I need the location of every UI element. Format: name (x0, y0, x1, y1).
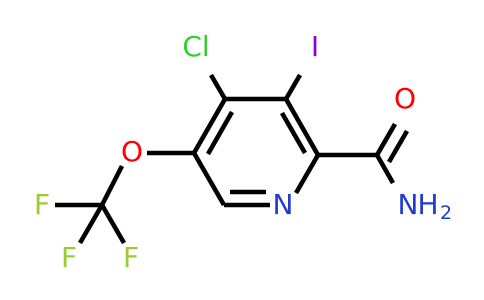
atom-labels: Cl I O N N H 2 O F F F (34, 30, 452, 274)
bond-cf3-f2 (78, 203, 104, 245)
bond-c3-c2 (284, 97, 320, 157)
ring-nitrogen-label: N (273, 188, 294, 221)
fluorine-atom-label-3: F (123, 241, 139, 274)
ether-oxygen-label: O (121, 135, 143, 168)
bond-c5-c4 (192, 97, 227, 155)
fluorine-atom-label-2: F (61, 241, 77, 274)
bond-c3-c2-inner (280, 111, 307, 155)
iodine-atom-label: I (311, 30, 319, 63)
bond-camide-o (375, 122, 397, 157)
chlorine-atom-label: Cl (182, 30, 209, 63)
bond-camide-n (375, 153, 395, 185)
bond-c2-n (294, 153, 320, 195)
amide-hydrogen-count: 2 (440, 202, 452, 224)
amide-nitrogen-label: N (398, 188, 419, 221)
bond-camide-o-double (387, 129, 409, 164)
bond-o-cf3 (99, 164, 125, 207)
amide-hydrogen-label: H (417, 188, 438, 221)
bond-c6-c5 (192, 151, 226, 207)
bond-cf3-f3 (100, 203, 126, 245)
bond-c5-c4-inner (206, 110, 234, 156)
carbonyl-oxygen-label: O (394, 82, 416, 115)
bond-c3-i (284, 73, 302, 101)
fluorine-atom-label-1: F (34, 188, 50, 221)
bonds (55, 73, 409, 245)
bond-c4-cl (209, 73, 227, 101)
